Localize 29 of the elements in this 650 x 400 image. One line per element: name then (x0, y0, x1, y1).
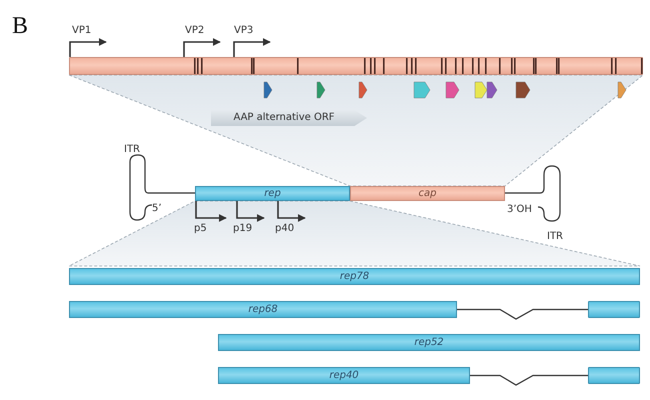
gene-label: rep68 (248, 304, 278, 314)
promoter-label: VP1 (72, 26, 92, 36)
gene-box (195, 186, 350, 201)
gene-label: rep (264, 188, 281, 198)
end-label: 3’OH (507, 205, 532, 215)
transcript-bar (69, 268, 640, 285)
orf-label: AAP alternative ORF (233, 113, 336, 123)
promoter-label: p5 (194, 224, 207, 234)
transcript-bar (218, 367, 470, 384)
end-label: 5’ (152, 204, 162, 214)
promoter-label: p40 (275, 224, 294, 234)
gene-box (350, 186, 505, 201)
gene-label: rep78 (340, 272, 370, 282)
splice-line (470, 374, 588, 386)
exon-bar (588, 367, 640, 384)
itr-label: ITR (124, 145, 140, 155)
promoter-label: VP2 (185, 26, 204, 36)
gene-label: rep52 (414, 338, 444, 348)
promoter-label: p19 (233, 224, 252, 234)
gene-label: rep40 (329, 370, 359, 380)
promoter-label: VP3 (234, 26, 254, 36)
panel-letter: B (12, 14, 28, 38)
itr-label: ITR (547, 232, 564, 242)
exon-bar (588, 301, 640, 318)
transcript-bar (218, 334, 640, 351)
splice-line (457, 308, 588, 320)
transcript-bar (69, 301, 457, 318)
gene-label: cap (418, 188, 436, 198)
capsid-gene-bar (69, 57, 643, 75)
